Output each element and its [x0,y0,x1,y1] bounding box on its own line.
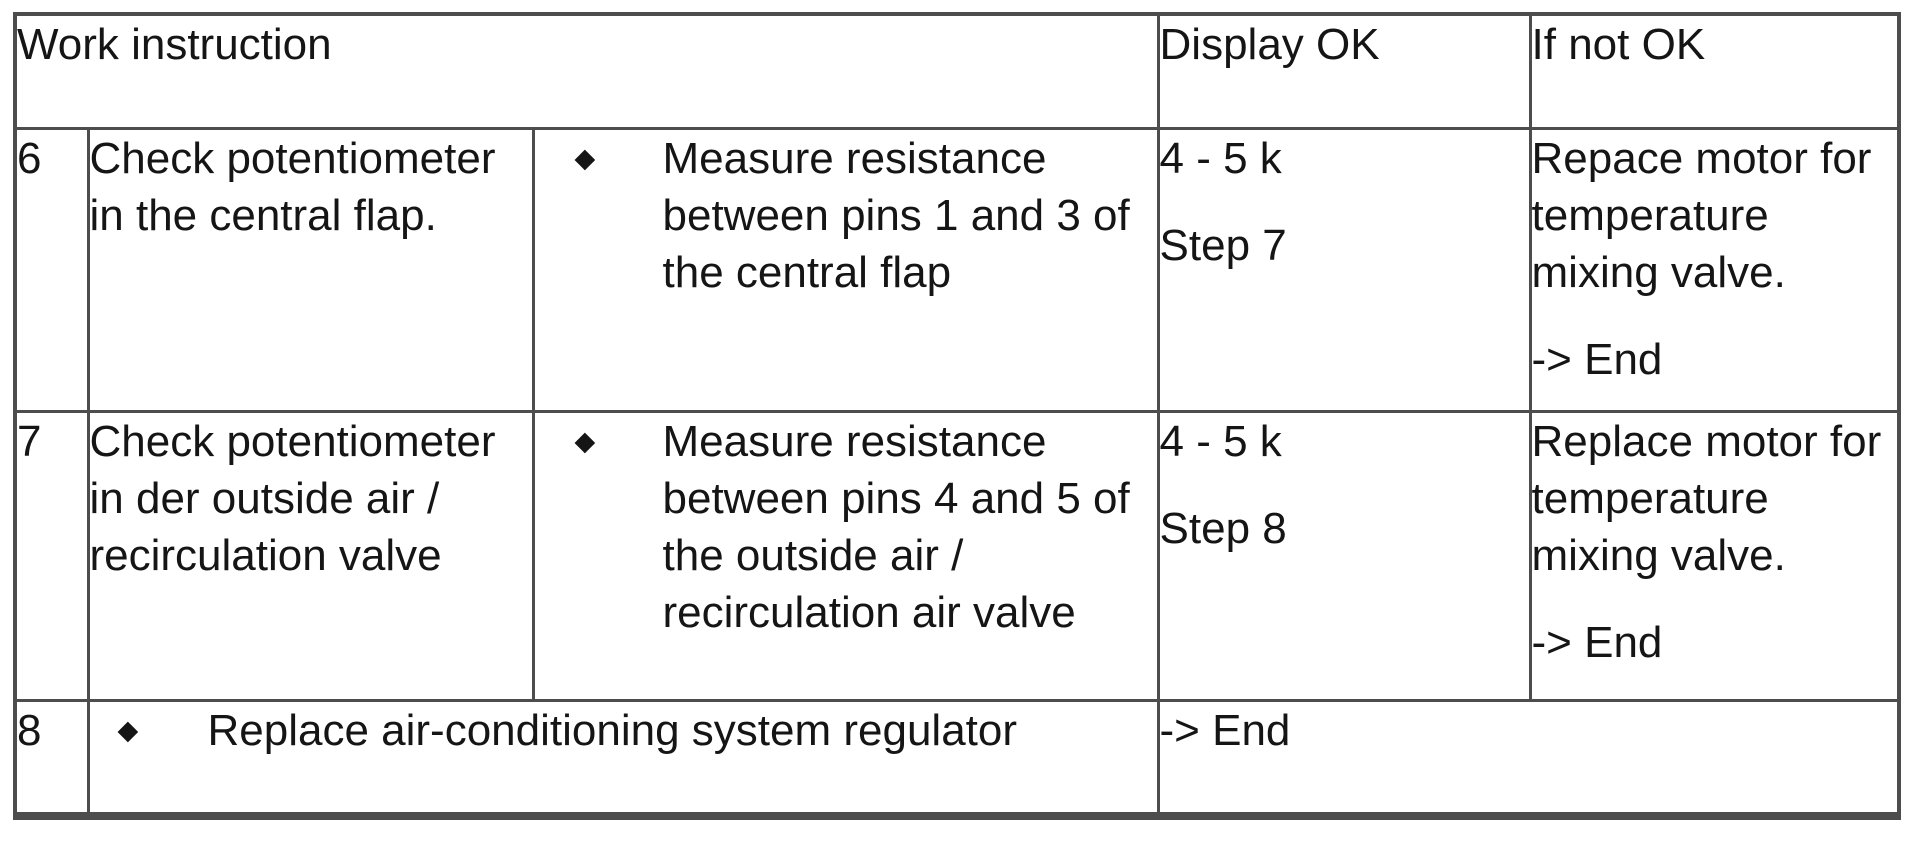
action-bullet-row: ◆ Replace air-conditioning system regula… [90,702,1157,759]
diamond-bullet-icon: ◆ [574,142,596,173]
display-ok-value: 4 - 5 k [1159,133,1282,183]
diamond-bullet-icon: ◆ [574,425,596,456]
if-not-ok-text: Replace motor for temperature mixing val… [1531,416,1882,580]
if-not-ok-cell: Repace motor for temperature mixing valv… [1528,126,1901,413]
display-ok-next-step: Step 8 [1159,503,1287,553]
action-cell: ◆ Replace air-conditioning system regula… [86,698,1160,818]
header-work-instruction: Work instruction [13,12,1160,130]
table-row-step-6: 6 Check potentiometer in the central fla… [13,126,1901,413]
display-ok-cell: 4 - 5 k Step 7 [1156,126,1532,413]
action-text: Replace air-conditioning system regulato… [207,705,1018,755]
display-ok-next-step: Step 7 [1159,220,1287,270]
work-instruction-table: Work instruction Display OK If not OK 6 … [13,12,1902,820]
action-bullet-row: ◆ Measure resistance between pins 1 and … [535,130,1157,301]
step-number: 7 [13,409,90,702]
if-not-ok-end: -> End [1531,334,1663,384]
diamond-bullet-icon: ◆ [117,714,139,745]
header-if-not-ok: If not OK [1528,12,1901,130]
header-display-ok: Display OK [1156,12,1532,130]
action-cell: ◆ Measure resistance between pins 4 and … [531,409,1160,702]
table-row-step-7: 7 Check potentiometer in der outside air… [13,409,1901,702]
step-number: 8 [13,698,90,818]
if-not-ok-end: -> End [1531,617,1663,667]
if-not-ok-cell: Replace motor for temperature mixing val… [1528,409,1901,702]
action-bullet-row: ◆ Measure resistance between pins 4 and … [535,413,1157,641]
action-cell: ◆ Measure resistance between pins 1 and … [531,126,1160,413]
result-cell: -> End [1156,698,1901,818]
action-text: Measure resistance between pins 1 and 3 … [662,133,1130,297]
task-text: Check potentiometer in the central flap. [86,126,535,413]
task-text: Check potentiometer in der outside air /… [86,409,535,702]
header-row: Work instruction Display OK If not OK [13,12,1901,130]
table-row-step-8: 8 ◆ Replace air-conditioning system regu… [13,698,1901,818]
step-number: 6 [13,126,90,413]
action-text: Measure resistance between pins 4 and 5 … [662,416,1130,637]
display-ok-value: 4 - 5 k [1159,416,1282,466]
if-not-ok-text: Repace motor for temperature mixing valv… [1531,133,1872,297]
display-ok-cell: 4 - 5 k Step 8 [1156,409,1532,702]
